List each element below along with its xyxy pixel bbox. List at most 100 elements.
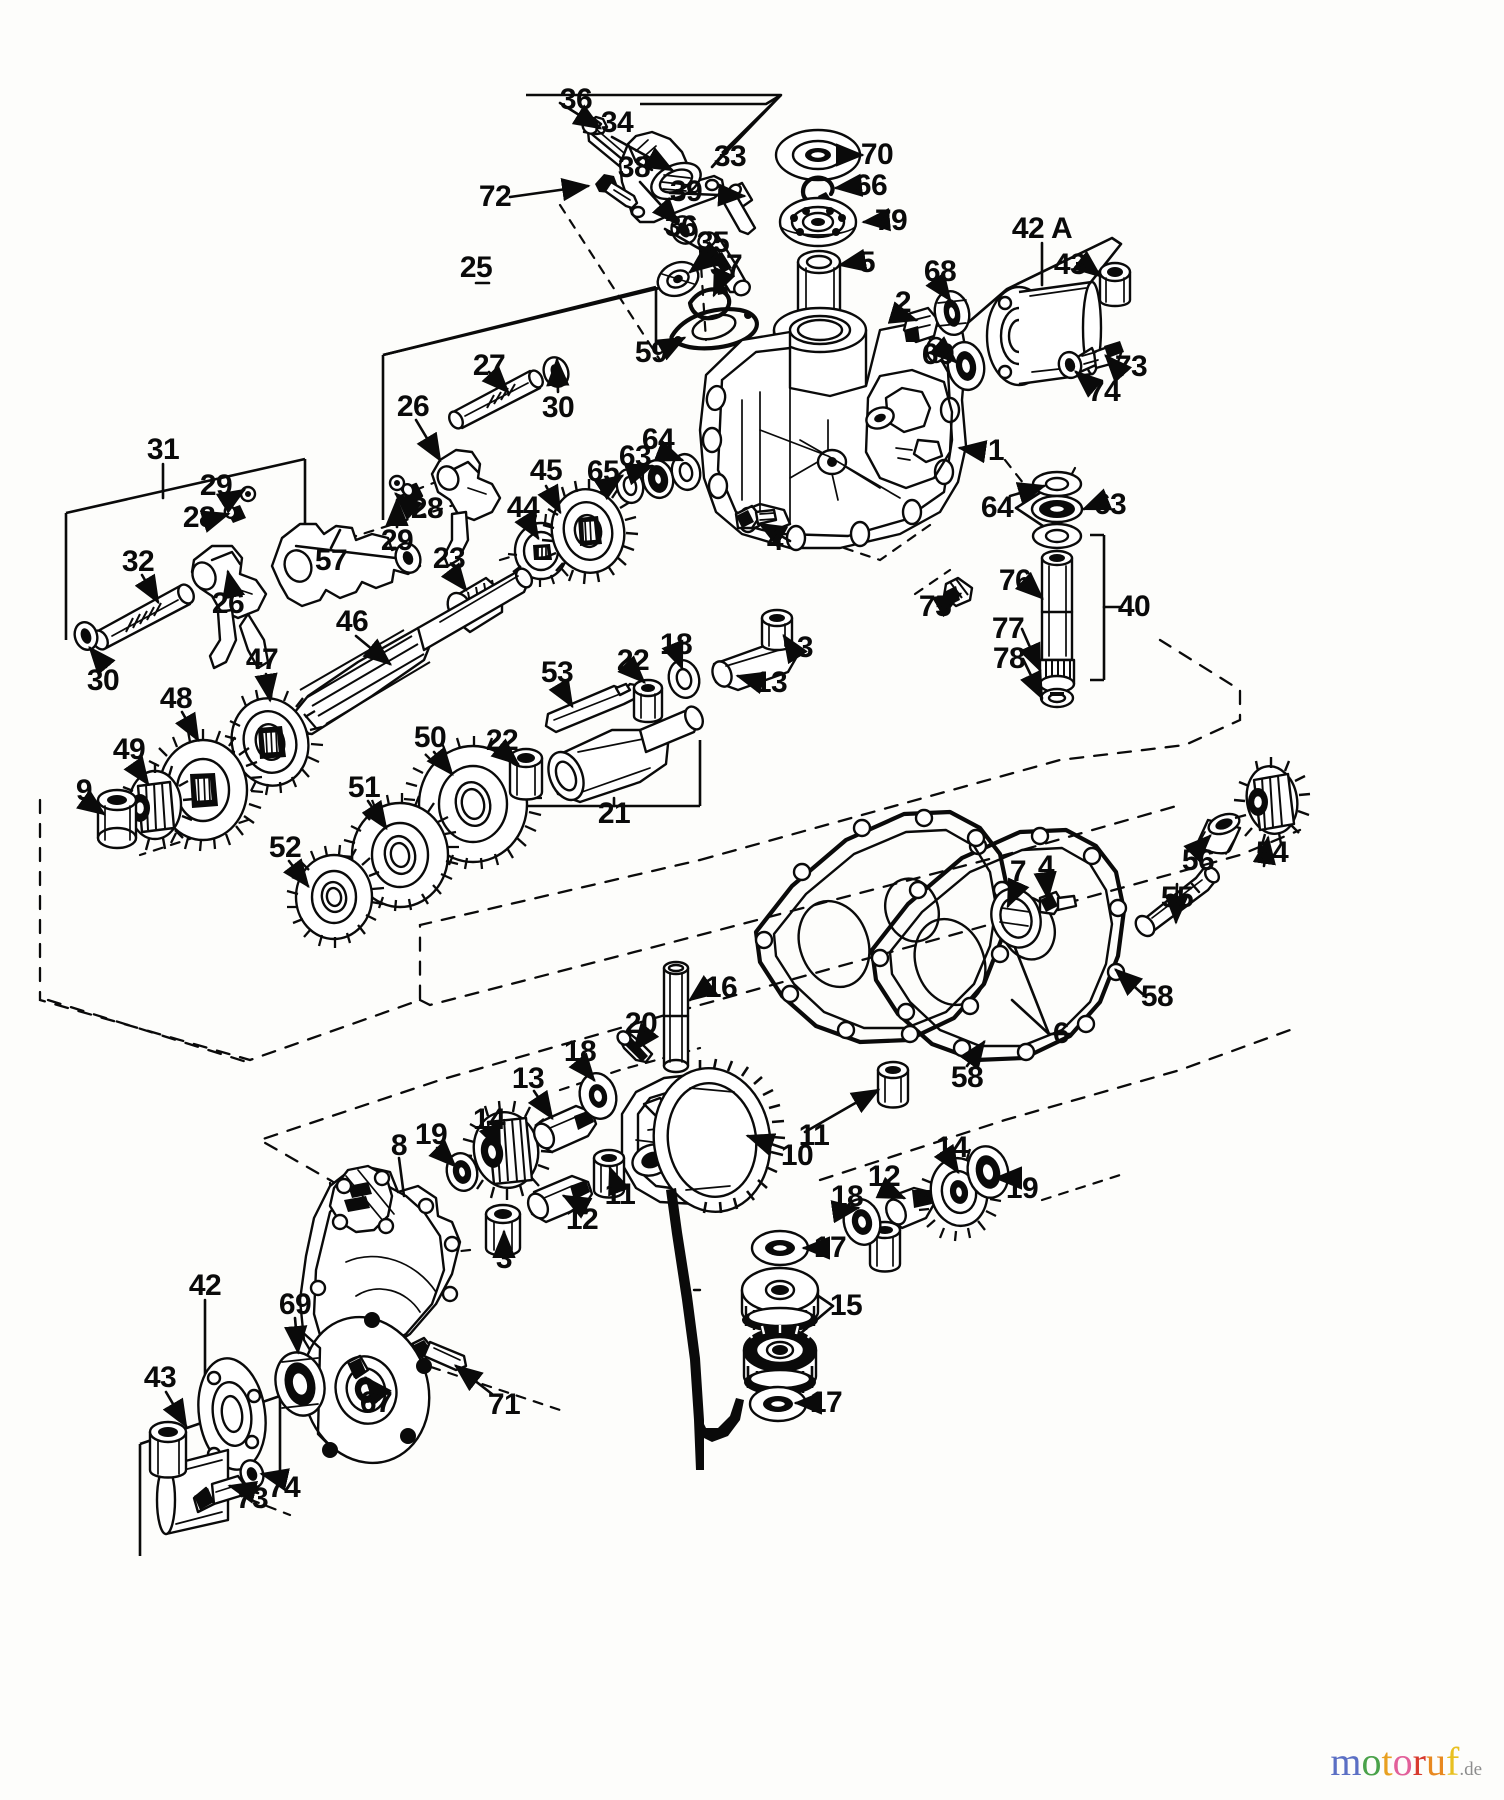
callout-number-29: 29 (380, 524, 414, 557)
callout-number-20: 20 (624, 1007, 658, 1040)
part-42-axle-housing-bottom (155, 1357, 267, 1536)
callout-number-38: 38 (617, 151, 651, 184)
callout-number-44: 44 (506, 491, 540, 524)
watermark-letter: u (1425, 1739, 1446, 1784)
callout-number-4: 4 (766, 524, 784, 557)
callout-number-65: 65 (586, 455, 620, 488)
callout-number-68: 68 (923, 255, 957, 288)
callout-number-47: 47 (245, 643, 279, 676)
callout-number-72: 72 (478, 180, 512, 213)
callout-number-55: 55 (1160, 881, 1194, 914)
callout-number-75: 75 (918, 590, 952, 623)
callout-number-36: 36 (559, 83, 593, 116)
part-45-large-bevel-gear (541, 479, 639, 585)
part-16-dowel-pin (662, 960, 690, 1074)
callout-number-33: 33 (713, 140, 747, 173)
callout-number-7: 7 (1009, 855, 1027, 888)
callout-number-66: 66 (854, 169, 888, 202)
part-4-bolt-left (734, 504, 778, 530)
callout-number-12: 12 (867, 1160, 901, 1193)
part-54-pinion-right (1233, 757, 1311, 846)
part-77-splined-hub (1038, 658, 1076, 694)
callout-number-46: 46 (335, 605, 369, 638)
part-17-washer-upper (750, 1229, 810, 1267)
callout-number-36: 36 (664, 210, 698, 243)
part-64-washer-right-a (1031, 470, 1083, 498)
callout-number-74: 74 (267, 1471, 301, 1504)
callout-number-42A: 42 A (1011, 212, 1073, 245)
callout-number-56: 56 (1181, 844, 1215, 877)
part-17-washer-lower (748, 1385, 808, 1423)
callout-number-69: 69 (921, 338, 955, 371)
watermark-letter: o (1361, 1739, 1382, 1784)
callout-number-17: 17 (813, 1231, 847, 1264)
callout-number-79: 79 (874, 204, 908, 237)
callout-number-77: 77 (991, 612, 1025, 645)
callout-number-3: 3 (495, 1242, 513, 1275)
part-11-bushing-right (868, 1220, 902, 1273)
callout-number-3: 3 (796, 631, 814, 664)
callout-number-67: 67 (359, 1386, 393, 1419)
callout-number-53: 53 (540, 656, 574, 689)
callout-number-1: 1 (987, 434, 1005, 467)
part-76-shaft (1040, 549, 1074, 662)
part-64-washer-right-b (1031, 522, 1083, 550)
callout-number-15: 15 (829, 1289, 863, 1322)
callout-number-34: 34 (600, 106, 634, 139)
callout-number-13: 13 (754, 666, 788, 699)
callout-number-22: 22 (485, 724, 519, 757)
callout-number-45: 45 (529, 454, 563, 487)
part-68-bearing (933, 289, 971, 337)
callout-number-22: 22 (616, 644, 650, 677)
part-78-ring (1039, 687, 1075, 709)
callout-number-70: 70 (860, 138, 894, 171)
part-29-ball-upper (388, 474, 406, 492)
callout-number-42: 42 (188, 1269, 222, 1302)
part-10-ring-gear-carrier (620, 1058, 786, 1470)
watermark-letter: r (1412, 1739, 1426, 1784)
watermark-letter: m (1330, 1739, 1362, 1784)
callout-number-5: 5 (858, 246, 876, 279)
watermark-letter: t (1381, 1739, 1393, 1784)
callout-number-18: 18 (830, 1180, 864, 1213)
callout-number-74: 74 (1087, 375, 1121, 408)
part-43-bushing-right (1098, 261, 1132, 308)
callout-number-30: 30 (541, 391, 575, 424)
callout-number-2: 2 (894, 286, 912, 319)
callout-number-18: 18 (563, 1035, 597, 1068)
callout-number-37: 37 (709, 249, 743, 282)
part-74-washer-bottom (239, 1459, 265, 1489)
callout-number-64: 64 (980, 491, 1014, 524)
callout-number-51: 51 (347, 771, 381, 804)
part-13-shaft-upper (711, 644, 798, 692)
callout-number-6: 6 (1052, 1017, 1070, 1050)
part-5-spacer-sleeve (796, 249, 842, 320)
part-52-gear (286, 844, 385, 948)
callout-number-54: 54 (1255, 836, 1289, 869)
callout-number-59: 59 (634, 336, 668, 369)
motoruf-watermark: motoruf.de (1330, 1742, 1482, 1782)
callout-number-8: 8 (390, 1129, 408, 1162)
callout-number-9: 9 (75, 774, 93, 807)
callout-number-10: 10 (780, 1139, 814, 1172)
callout-number-26: 26 (396, 390, 430, 423)
part-18-washer-lower (578, 1072, 618, 1120)
callout-number-4: 4 (1037, 850, 1055, 883)
part-15-bevel-gear-upper (740, 1266, 820, 1335)
part-30-oring-lower (73, 621, 99, 651)
callout-number-13: 13 (511, 1062, 545, 1095)
part-21-housing-shaft (547, 705, 704, 804)
callout-number-26: 26 (211, 587, 245, 620)
callout-number-21: 21 (597, 797, 631, 830)
watermark-letter: f (1445, 1739, 1460, 1784)
callout-number-43: 43 (1053, 248, 1087, 281)
callout-number-58: 58 (950, 1061, 984, 1094)
watermark-suffix: .de (1459, 1759, 1482, 1780)
part-22-spacer-upper (632, 678, 664, 724)
callout-number-11: 11 (798, 1119, 830, 1152)
callout-number-39: 39 (669, 175, 703, 208)
part-15-bevel-gear-lower (742, 1325, 818, 1397)
callout-number-35: 35 (696, 226, 730, 259)
